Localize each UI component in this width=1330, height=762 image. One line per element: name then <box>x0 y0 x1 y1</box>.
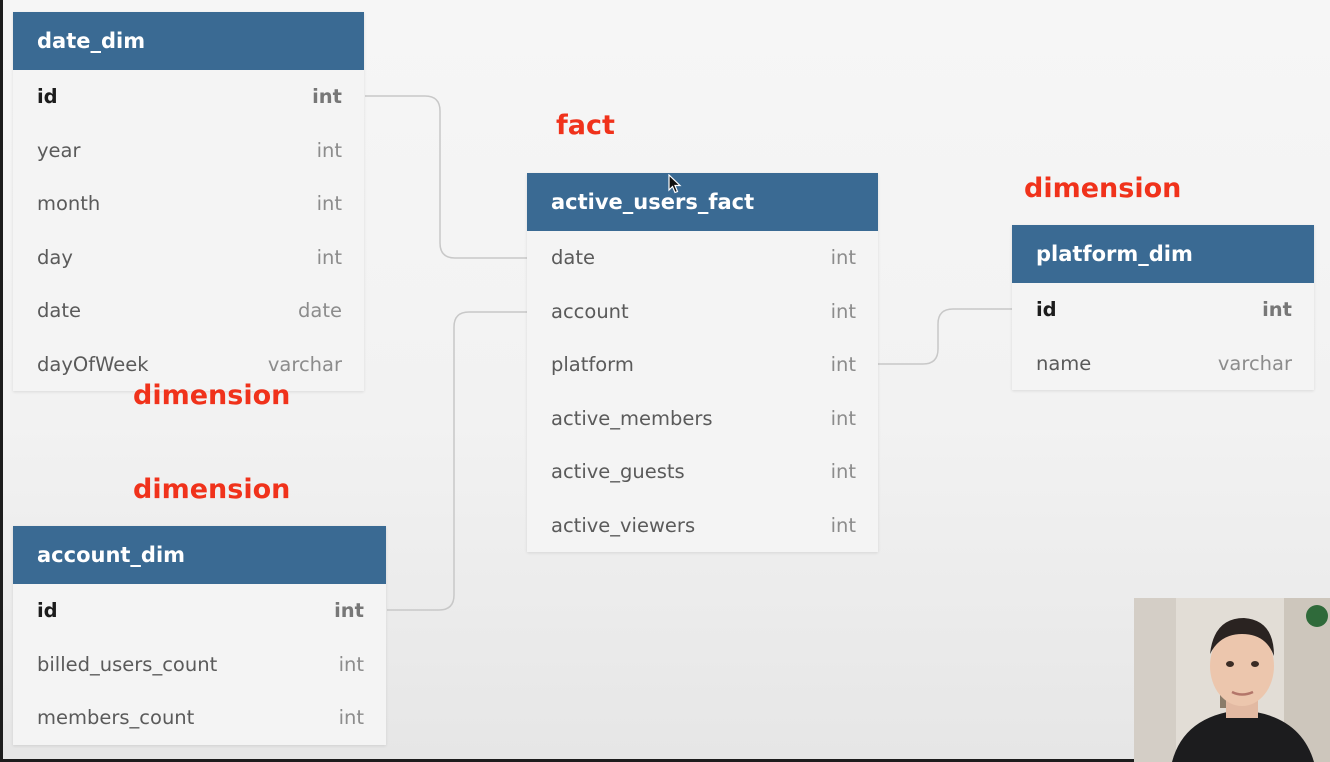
table-row[interactable]: month int <box>13 177 364 231</box>
table-row[interactable]: id int <box>13 70 364 124</box>
column-type: int <box>1262 298 1292 322</box>
annotation-dimension-account: dimension <box>133 474 291 505</box>
column-name: active_guests <box>551 460 685 484</box>
column-name: month <box>37 192 101 216</box>
column-name: id <box>37 85 58 109</box>
annotation-dimension-platform: dimension <box>1024 173 1182 204</box>
table-row[interactable]: date int <box>527 231 878 285</box>
column-name: dayOfWeek <box>37 352 149 376</box>
column-name: date <box>37 299 81 323</box>
table-row[interactable]: year int <box>13 124 364 178</box>
column-name: billed_users_count <box>37 652 218 676</box>
column-name: platform <box>551 353 634 377</box>
table-header: account_dim <box>13 526 386 584</box>
column-name: account <box>551 299 629 323</box>
connector-fact-to-platform-dim <box>878 308 1012 365</box>
table-row[interactable]: active_viewers int <box>527 499 878 553</box>
column-name: active_viewers <box>551 513 696 537</box>
mouse-cursor-icon <box>668 174 682 194</box>
table-row[interactable]: members_count int <box>13 691 386 745</box>
annotation-fact: fact <box>556 110 615 141</box>
connector-date-dim-to-fact <box>365 95 527 259</box>
column-type: int <box>316 138 342 162</box>
column-type: int <box>338 652 364 676</box>
column-type: int <box>312 85 342 109</box>
table-platform-dim[interactable]: platform_dim id int name varchar <box>1012 225 1314 390</box>
column-type: varchar <box>1217 351 1292 375</box>
column-type: int <box>830 513 856 537</box>
column-name: name <box>1036 351 1092 375</box>
table-row[interactable]: account int <box>527 285 878 339</box>
table-row[interactable]: id int <box>1012 283 1314 337</box>
window-left-edge <box>0 0 3 762</box>
column-name: date <box>551 246 595 270</box>
table-date-dim[interactable]: date_dim id int year int month int day i… <box>13 12 364 391</box>
connector-account-dim-to-fact <box>387 311 527 611</box>
table-row[interactable]: billed_users_count int <box>13 638 386 692</box>
table-row[interactable]: date date <box>13 284 364 338</box>
column-type: int <box>830 299 856 323</box>
column-type: int <box>830 460 856 484</box>
table-header: platform_dim <box>1012 225 1314 283</box>
column-type: date <box>298 299 342 323</box>
column-name: day <box>37 245 73 269</box>
column-type: int <box>830 353 856 377</box>
column-type: int <box>316 245 342 269</box>
table-active-users-fact[interactable]: active_users_fact date int account int p… <box>527 173 878 552</box>
table-row[interactable]: dayOfWeek varchar <box>13 338 364 392</box>
table-header: active_users_fact <box>527 173 878 231</box>
column-type: int <box>830 246 856 270</box>
column-name: active_members <box>551 406 713 430</box>
annotation-dimension-date: dimension <box>133 380 291 411</box>
table-row[interactable]: active_members int <box>527 392 878 446</box>
table-account-dim[interactable]: account_dim id int billed_users_count in… <box>13 526 386 745</box>
webcam-overlay <box>1134 598 1330 762</box>
column-type: int <box>334 599 364 623</box>
column-type: int <box>830 406 856 430</box>
column-name: members_count <box>37 706 195 730</box>
table-header: date_dim <box>13 12 364 70</box>
table-row[interactable]: day int <box>13 231 364 285</box>
table-row[interactable]: name varchar <box>1012 337 1314 391</box>
table-row[interactable]: platform int <box>527 338 878 392</box>
window-bottom-edge <box>0 759 1330 762</box>
column-type: varchar <box>267 352 342 376</box>
presenter-video-icon <box>1134 598 1330 762</box>
table-row[interactable]: active_guests int <box>527 445 878 499</box>
column-name: id <box>37 599 58 623</box>
column-type: int <box>338 706 364 730</box>
column-name: year <box>37 138 81 162</box>
column-type: int <box>316 192 342 216</box>
column-name: id <box>1036 298 1057 322</box>
table-row[interactable]: id int <box>13 584 386 638</box>
